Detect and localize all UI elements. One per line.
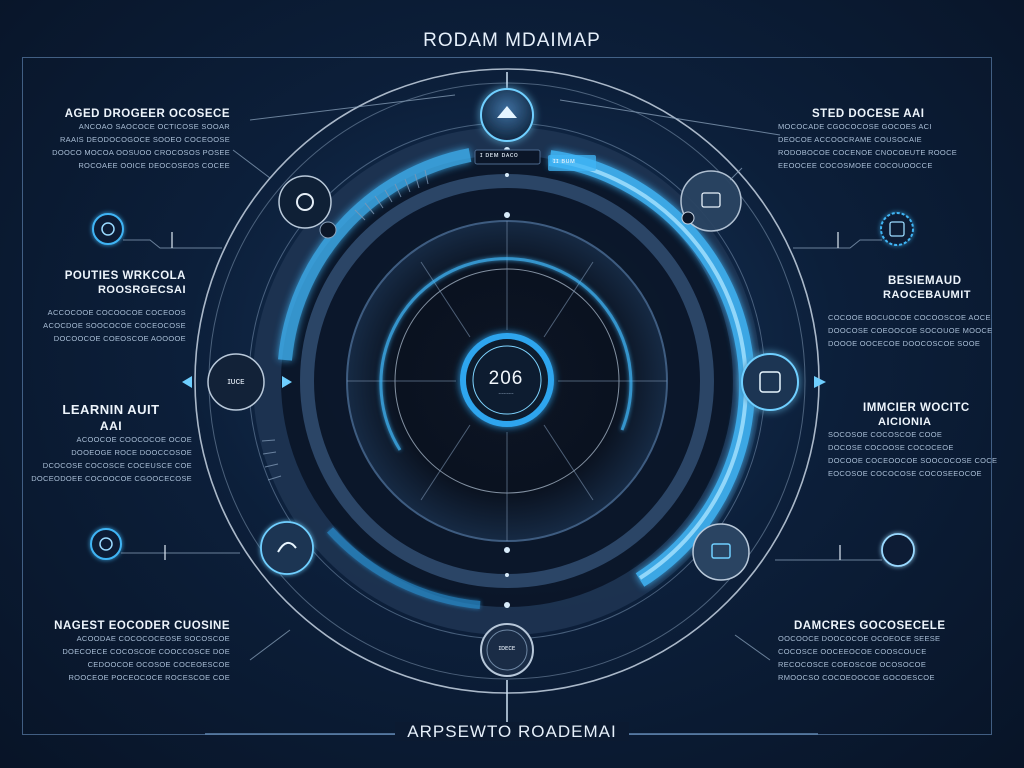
side-icon-right-top bbox=[880, 212, 914, 246]
block-mid-left: POUTIES WRKCOLA ROOSRGECSAI ACCOCOOE COC… bbox=[30, 270, 186, 345]
block-line: RAAIS DEODOCOGOCE SOOEO COCEOOSE bbox=[59, 135, 230, 144]
block-bottom-left: NAGEST EOCODER CUOSINE ACOODAE COCOCOCEO… bbox=[40, 620, 230, 684]
progress-arc-right-inner bbox=[551, 158, 748, 580]
block-line: RECOCOSCE COEOSCOE OCOSOCOE bbox=[778, 660, 927, 669]
node-right-icon bbox=[759, 371, 781, 393]
block-line: RMOOCSO COCOEOOCOE GOCOESCOE bbox=[778, 673, 935, 682]
block-line: DCOCOSE COCOSCE COCEUSCE COE bbox=[42, 461, 192, 470]
center-year: 206 bbox=[488, 368, 524, 389]
footer-rule-right bbox=[628, 733, 818, 735]
block-head: STED DOCESE AAI bbox=[812, 108, 925, 120]
connector-lines bbox=[121, 94, 882, 661]
block-line: DOOOE OOCECOE DOOCOSCOE SOOE bbox=[828, 339, 981, 348]
block-top-left: AGED DROGEER OCOSECE ANCOAO SAOCOCE OCTI… bbox=[40, 108, 230, 172]
node-bottom-left-icon bbox=[277, 541, 297, 553]
node-left bbox=[207, 353, 265, 411]
progress-arc-left bbox=[278, 148, 472, 361]
block-line: EEOOCEE COCOSMOEE COCOUOOCCE bbox=[778, 161, 933, 170]
top-node-label: ɪ ᴅᴇᴍ ᴅᴀᴄᴏ bbox=[480, 152, 519, 159]
block-lower-left: LEARNIN AUIT AAI ACOOCOE COOCOCOE OCOE D… bbox=[30, 402, 192, 485]
footer-rule-left bbox=[205, 733, 400, 735]
block-line: MOCOCADE CGOCOCOSE GOCOES ACI bbox=[778, 122, 932, 131]
arc-tab-center bbox=[474, 149, 541, 165]
center-node-inner bbox=[472, 345, 542, 415]
node-bottom-right bbox=[692, 523, 750, 581]
center-subtitle: --------- bbox=[498, 391, 514, 397]
block-line: DEOCOE ACCOOCRAME COUSOCAIE bbox=[778, 135, 922, 144]
block-line: ACOCDOE SOOCOCOE COCEOCOSE bbox=[43, 321, 186, 330]
block-line: ACOOCOE COOCOCOE OCOE bbox=[76, 435, 192, 444]
block-line: DOCOSE COCOOSE COCOCEOE bbox=[828, 443, 954, 452]
node-top-right-dot bbox=[681, 211, 695, 225]
tick-pins bbox=[164, 232, 841, 560]
node-right-pointer bbox=[814, 376, 826, 388]
block-line: RODOBOCOE COCENOE CNOCOEUTE ROOCE bbox=[778, 148, 958, 157]
block-line: SOCOSOE COCOSCOE COOE bbox=[828, 430, 943, 439]
side-icon-left-top bbox=[92, 213, 124, 245]
block-line: DOECOECE COCOSCOE COOCCOSCE DOE bbox=[62, 647, 230, 656]
block-line: ACOODAE COCOCOCEOSE SOCOSCOE bbox=[76, 634, 230, 643]
block-head: BESIEMAUD bbox=[888, 275, 962, 287]
block-line: DOCOOCOE COEOSCOE AOOOOE bbox=[53, 334, 186, 343]
block-line: ROCOAEE OOICE DEOCOSEOS COCEE bbox=[78, 161, 230, 170]
block-line: DOCEODOEE COCOOCOE CGOOCECOSE bbox=[31, 474, 192, 483]
block-mid-right: BESIEMAUD RAOCEBAUMIT COCOOE BOCUOCOE CO… bbox=[828, 275, 993, 350]
block-lower-right: IMMCIER WOCITC AICIONIA SOCOSOE COCOSCOE… bbox=[828, 402, 998, 480]
diagram-footer: ARPSEWTO ROADEMAI bbox=[0, 722, 1024, 742]
block-head: AGED DROGEER OCOSECE bbox=[64, 108, 230, 120]
block-line: DOOCOSE COEOOCOE SOCOUOE MOOCE bbox=[828, 326, 993, 335]
left-node-label: ɪᴜᴄᴇ bbox=[227, 376, 245, 386]
block-line: COCOSCE OOCEEOCOE COOSCOUCE bbox=[778, 647, 927, 656]
node-left-pointer-r bbox=[282, 376, 292, 388]
top-right-node-label: ɪɪ ʙᴜᴍ bbox=[553, 158, 576, 165]
block-top-right: STED DOCESE AAI MOCOCADE CGOCOCOSE GOCOE… bbox=[778, 108, 978, 172]
block-line: OOCOOCE DOOCOCOE OCOEOCE SEESE bbox=[778, 634, 941, 643]
block-subhead: AAI bbox=[99, 419, 123, 433]
block-line: EOCOSOE COCOCOSE COCOSEEOCOE bbox=[828, 469, 982, 478]
side-icon-right-bottom bbox=[881, 533, 915, 567]
block-head: IMMCIER WOCITC bbox=[863, 402, 970, 414]
arc-tab-right bbox=[548, 155, 596, 171]
node-right bbox=[741, 353, 799, 411]
footer-text: ARPSEWTO ROADEMAI bbox=[395, 722, 629, 741]
node-top-left-dot bbox=[319, 221, 337, 239]
diagram-title: RODAM MDAIMAP bbox=[423, 30, 601, 51]
node-bottom-inner bbox=[486, 629, 528, 671]
block-subhead: AICIONIA bbox=[878, 416, 932, 428]
node-left-pointer-l bbox=[182, 376, 192, 388]
block-line: DOOCO MOCOA OOSUOO CROCOSOS POSEE bbox=[52, 148, 230, 157]
node-bottom-right-icon bbox=[711, 543, 731, 559]
node-bottom-left bbox=[260, 521, 314, 575]
node-top-left bbox=[278, 175, 332, 229]
block-head: LEARNIN AUIT bbox=[62, 402, 160, 417]
block-line: CEDOOCOE OCOSOE COCEOESCOE bbox=[87, 660, 230, 669]
block-bottom-right: DAMCRES GOCOSECELE OOCOOCE DOOCOCOE OCOE… bbox=[778, 620, 978, 684]
arc-ticks bbox=[261, 169, 429, 481]
block-subhead: RAOCEBAUMIT bbox=[883, 289, 971, 301]
block-line: DOOEOGE ROCE DOOCCOSOE bbox=[71, 448, 192, 457]
block-head: NAGEST EOCODER CUOSINE bbox=[54, 620, 230, 632]
core-glow-ring bbox=[379, 257, 633, 451]
core-spokes bbox=[347, 221, 667, 541]
block-subhead: ROOSRGECSAI bbox=[97, 284, 186, 296]
progress-arc-bottom bbox=[327, 527, 481, 609]
block-head: DAMCRES GOCOSECELE bbox=[794, 620, 946, 632]
node-bottom bbox=[480, 623, 534, 677]
node-top-right bbox=[680, 170, 742, 232]
node-top-right-icon bbox=[701, 192, 721, 208]
block-line: ACCOCOOE COCOOCOE COCEOOS bbox=[47, 308, 186, 317]
block-head: POUTIES WRKCOLA bbox=[64, 270, 186, 282]
block-line: ROOCEOE POCEOCOCE ROCESCOE COE bbox=[68, 673, 230, 682]
block-line: ANCOAO SAOCOCE OCTICOSE SOOAR bbox=[78, 122, 230, 131]
node-top-left-core bbox=[296, 193, 314, 211]
inner-ring bbox=[300, 174, 714, 588]
block-line: COCOOE BOCUOCOE COCOOSCOE AOCE bbox=[828, 313, 991, 322]
side-icon-left-bottom bbox=[90, 528, 122, 560]
block-line: DOCOOE COCEOOCOE SOOCOCOSE COCE bbox=[828, 456, 998, 465]
node-top-icon bbox=[497, 106, 517, 118]
bottom-node-label: ɪᴅᴇᴄᴇ bbox=[498, 645, 516, 652]
